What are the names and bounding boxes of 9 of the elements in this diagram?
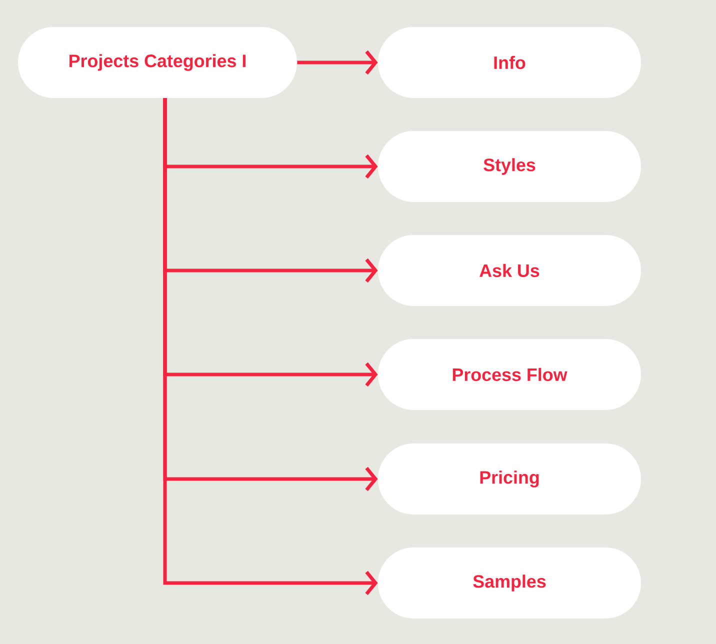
- arrow: [163, 98, 378, 596]
- item-pill: Samples: [378, 547, 641, 618]
- category-box: Projects Categories I: [18, 27, 297, 98]
- item-pill: Info: [378, 27, 641, 98]
- item-pill: Pricing: [378, 443, 641, 514]
- item-pill: Process Flow: [378, 338, 641, 410]
- arrow: [297, 50, 378, 75]
- item-pill: Ask Us: [378, 234, 641, 306]
- item-pill: Styles: [378, 130, 641, 202]
